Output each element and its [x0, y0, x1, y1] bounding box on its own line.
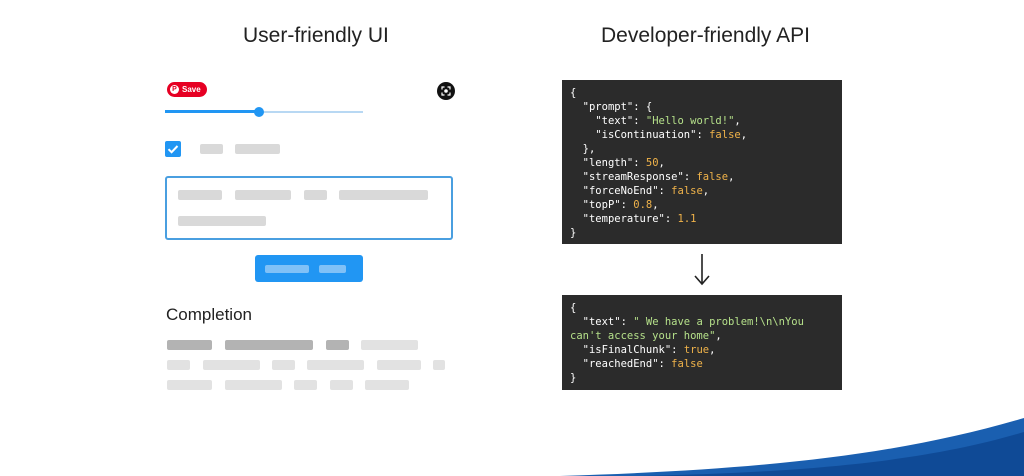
- completion-text-placeholder: [361, 340, 418, 350]
- completion-text-placeholder: [433, 360, 445, 370]
- completion-text-placeholder: [330, 380, 353, 390]
- save-button[interactable]: P Save: [167, 82, 207, 97]
- completion-text-placeholder: [307, 360, 364, 370]
- code-line: "reachedEnd": false: [582, 358, 703, 370]
- completion-text-placeholder: [167, 360, 190, 370]
- completion-text-placeholder: [365, 380, 409, 390]
- completion-text-placeholder: [167, 340, 212, 350]
- code-line: "isFinalChunk": true,: [582, 344, 716, 356]
- save-label: Save: [182, 85, 201, 94]
- checkbox-label-placeholder: [235, 144, 280, 154]
- arrow-down-icon: [694, 254, 710, 286]
- code-line: {: [570, 302, 577, 314]
- ui-heading: User-friendly UI: [243, 24, 389, 47]
- completion-text-placeholder: [203, 360, 260, 370]
- visual-search-icon[interactable]: [437, 82, 455, 100]
- code-line: "isContinuation": false,: [595, 129, 748, 141]
- code-line: "temperature": 1.1: [582, 213, 697, 225]
- slider-fill: [165, 110, 259, 113]
- completion-text-placeholder: [272, 360, 295, 370]
- text-placeholder: [304, 190, 327, 200]
- code-line: "streamResponse": false,: [582, 171, 735, 183]
- button-label-placeholder: [265, 265, 309, 273]
- text-placeholder: [339, 190, 428, 200]
- prompt-textbox[interactable]: [165, 176, 453, 240]
- code-line: "topP": 0.8,: [582, 199, 659, 211]
- slider-track[interactable]: [165, 111, 363, 113]
- request-json-block: { "prompt": { "text": "Hello world!", "i…: [562, 80, 842, 244]
- code-line: "text": " We have a problem!\n\nYou: [570, 316, 804, 328]
- completion-text-placeholder: [225, 380, 282, 390]
- completion-text-placeholder: [377, 360, 421, 370]
- pinterest-icon: P: [170, 85, 179, 94]
- option-checkbox[interactable]: [165, 141, 181, 157]
- code-line: }: [570, 227, 577, 239]
- text-placeholder: [235, 190, 291, 200]
- check-icon: [167, 145, 179, 154]
- text-placeholder: [178, 216, 266, 226]
- code-line: "forceNoEnd": false,: [582, 185, 710, 197]
- code-line: },: [570, 143, 596, 155]
- code-line: "length": 50,: [582, 157, 665, 169]
- checkbox-label-placeholder: [200, 144, 223, 154]
- code-line: }: [570, 372, 577, 384]
- response-json-block: { "text": " We have a problem!\n\nYou can…: [562, 295, 842, 390]
- completion-label: Completion: [166, 305, 252, 324]
- completion-text-placeholder: [294, 380, 317, 390]
- code-line: can't access your home",: [570, 330, 722, 342]
- completion-text-placeholder: [225, 340, 313, 350]
- code-line: "text": "Hello world!",: [595, 115, 741, 127]
- text-placeholder: [178, 190, 222, 200]
- completion-text-placeholder: [326, 340, 349, 350]
- completion-text-placeholder: [167, 380, 212, 390]
- button-label-placeholder: [319, 265, 346, 273]
- code-line: "prompt": {: [582, 101, 653, 113]
- api-heading: Developer-friendly API: [601, 24, 810, 47]
- generate-button[interactable]: [255, 255, 363, 282]
- code-line: {: [570, 87, 577, 99]
- slider-thumb[interactable]: [254, 107, 264, 117]
